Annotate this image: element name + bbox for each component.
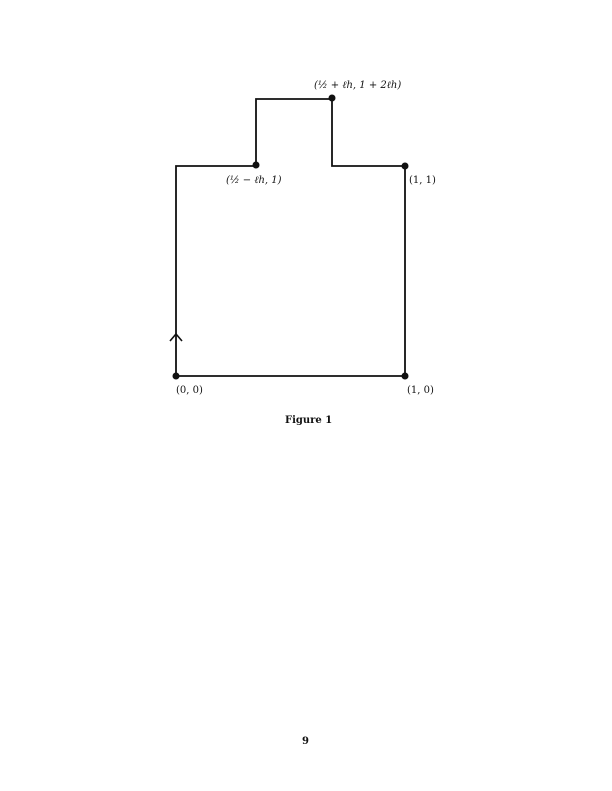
point-one-zero	[401, 372, 409, 380]
point-origin	[172, 372, 180, 380]
point-top-step	[328, 94, 336, 102]
direction-arrow-icon	[169, 332, 183, 342]
label-one-one: (1, 1)	[409, 175, 436, 186]
label-origin: (0, 0)	[176, 385, 203, 396]
label-left-step: (½ − ℓh, 1)	[226, 175, 282, 186]
page-number: 9	[302, 736, 309, 747]
point-one-one	[401, 162, 409, 170]
label-one-zero: (1, 0)	[407, 385, 434, 396]
figure-caption: Figure 1	[285, 415, 333, 426]
contour-path	[175, 98, 406, 377]
point-left-step	[252, 161, 260, 169]
label-top-step: (½ + ℓh, 1 + 2ℓh)	[314, 80, 402, 91]
